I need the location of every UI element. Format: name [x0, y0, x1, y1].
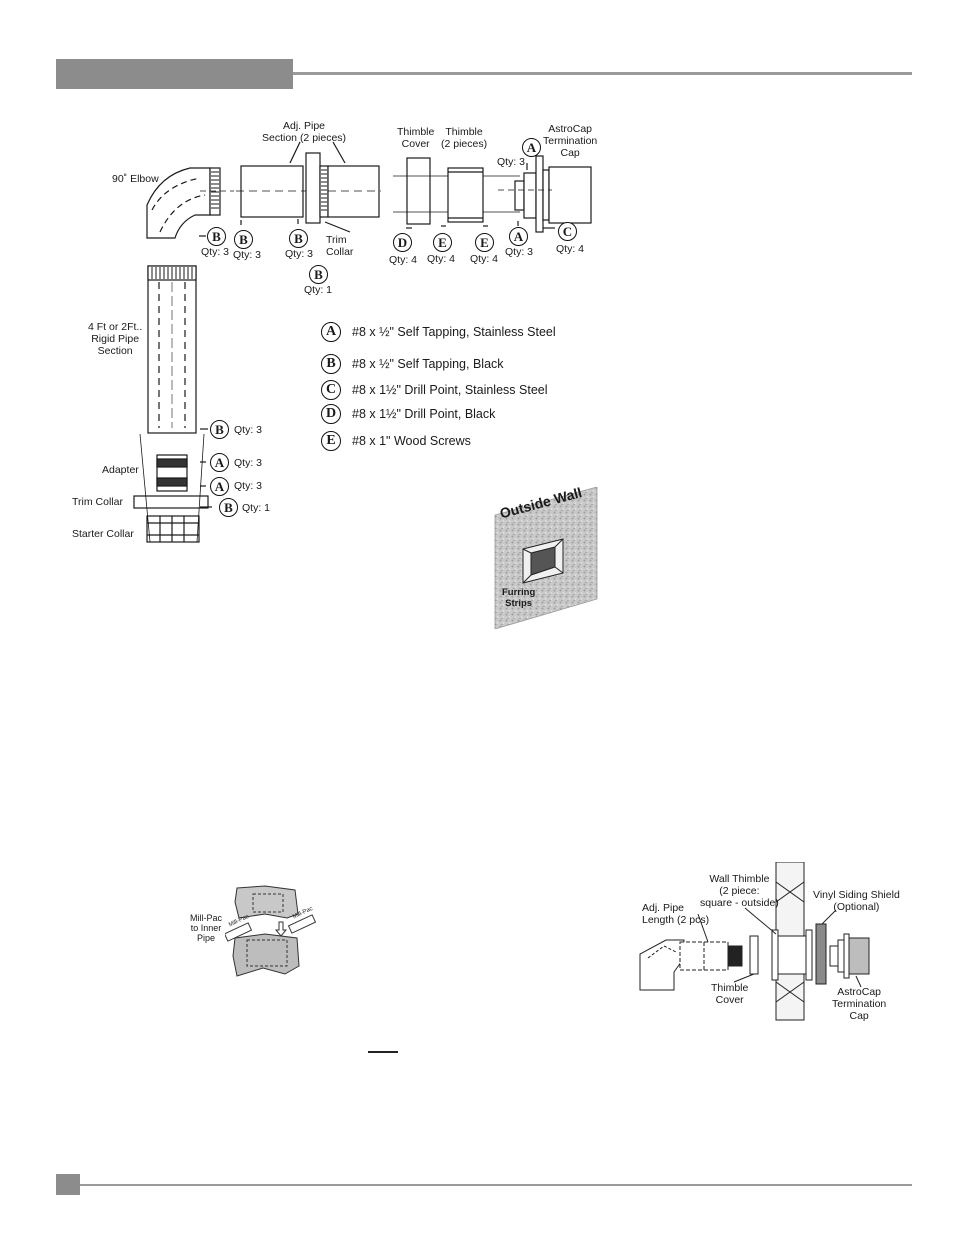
callout-a-adapter-1: A [210, 453, 229, 472]
legend-letter-b: B [321, 354, 341, 374]
qty-thimble-d: Qty: 4 [389, 254, 418, 266]
legend-text-d: #8 x 1½" Drill Point, Black [352, 407, 496, 421]
trim-collar-top-label: Trim Collar [326, 234, 353, 258]
trim-collar-label: Trim Collar [72, 496, 123, 508]
furring-line2: Strips [505, 598, 533, 609]
millpac-line1: Mill-Pac [190, 913, 223, 923]
thimble-cover-line1: Thimble [397, 126, 435, 138]
rigid-pipe-label: 4 Ft or 2Ft.. Rigid Pipe Section [88, 321, 142, 357]
qty-adapter-a2: Qty: 3 [234, 480, 263, 492]
qty-thimble-e1: Qty: 4 [427, 253, 456, 265]
furring-line1: Furring [502, 587, 536, 598]
footer-page-tab [56, 1174, 80, 1195]
qty-adj-left-b: Qty: 3 [233, 249, 262, 261]
footer-rule [80, 1184, 912, 1186]
wall-thimble-cover-line2: Cover [715, 994, 744, 1006]
rigid-pipe-line3: Section [97, 345, 133, 357]
header-bar [56, 59, 293, 89]
legend-text-e: #8 x 1" Wood Screws [352, 434, 471, 448]
wall-thimble-line1: Wall Thimble [709, 873, 770, 885]
qty-collar-b: Qty: 1 [242, 502, 271, 514]
elbow-label: 90˚ Elbow [112, 173, 159, 185]
wall-astrocap-line1: AstroCap [837, 986, 882, 998]
wall-installation-illustration [639, 862, 870, 1021]
starter-collar-label: Starter Collar [72, 528, 134, 540]
astrocap-line3: Cap [560, 147, 580, 159]
wall-astrocap-line3: Cap [849, 1010, 869, 1022]
callout-b-adj-left: B [234, 230, 253, 249]
vinyl-shield-line1: Vinyl Siding Shield [813, 889, 900, 901]
legend-text-b: #8 x ½" Self Tapping, Black [352, 357, 504, 371]
qty-elbow-b: Qty: 3 [201, 246, 230, 258]
wall-astrocap-line2: Termination [832, 998, 887, 1010]
callout-b-trim: B [309, 265, 328, 284]
rigid-pipe-line1: 4 Ft or 2Ft.. [88, 321, 143, 333]
exploded-vent-diagram [133, 141, 592, 543]
wall-adj-pipe-line1: Adj. Pipe [642, 902, 685, 914]
millpac-illustration [225, 885, 317, 977]
callout-e-thimble-1: E [433, 233, 452, 252]
wall-thimble-cover-line1: Thimble [711, 982, 749, 994]
wall-thimble-line2: (2 piece: [719, 885, 760, 897]
qty-cap-c: Qty: 4 [556, 243, 585, 255]
legend-text-c: #8 x 1½" Drill Point, Stainless Steel [352, 383, 548, 397]
thimble-label: Thimble (2 pieces) [441, 126, 487, 150]
astrocap-line2: Termination [543, 135, 598, 147]
wall-thimble-label: Wall Thimble (2 piece: square - outside) [700, 873, 779, 909]
callout-c-cap: C [558, 222, 577, 241]
callout-d-thimble-cover: D [393, 233, 412, 252]
astrocap-label: AstroCap Termination Cap [543, 123, 597, 159]
legend-letter-c: C [321, 380, 341, 400]
vinyl-shield-label: Vinyl Siding Shield (Optional) [813, 889, 900, 913]
qty-adj-mid-b: Qty: 3 [285, 248, 314, 260]
adj-pipe-label-line2: Section (2 pieces) [262, 132, 347, 144]
rigid-pipe-line2: Rigid Pipe [91, 333, 140, 345]
trim-collar-top-line2: Collar [326, 246, 354, 258]
millpac-label: Mill-Pac to Inner Pipe [190, 913, 222, 943]
qty-adapter-a1: Qty: 3 [234, 457, 263, 469]
adj-pipe-label-line1: Adj. Pipe [283, 120, 326, 132]
adapter-label: Adapter [102, 464, 139, 476]
legend-letter-a: A [321, 322, 341, 342]
adj-pipe-label: Adj. Pipe Section (2 pieces) [262, 120, 346, 144]
wall-thimble-line3: square - outside) [700, 897, 779, 909]
thimble-cover-label: Thimble Cover [397, 126, 434, 150]
callout-b-elbow: B [207, 227, 226, 246]
callout-a-cap-top: A [522, 138, 541, 157]
furring-strips-label: Furring Strips [502, 587, 535, 609]
millpac-line3: Pipe [197, 933, 216, 943]
qty-cap-a-bottom: Qty: 3 [505, 246, 534, 258]
vinyl-shield-line2: (Optional) [833, 901, 880, 913]
thimble-line1: Thimble [445, 126, 483, 138]
header-rule [293, 72, 912, 75]
wall-adj-pipe-label: Adj. Pipe Length (2 pcs) [642, 902, 709, 926]
wall-adj-pipe-line2: Length (2 pcs) [642, 914, 710, 926]
qty-cap-a-top: Qty: 3 [497, 156, 526, 168]
qty-trim-b: Qty: 1 [304, 284, 333, 296]
callout-b-adj-mid: B [289, 229, 308, 248]
callout-a-adapter-2: A [210, 477, 229, 496]
underline-mark [368, 1051, 398, 1053]
callout-b-collar: B [219, 498, 238, 517]
thimble-cover-line2: Cover [401, 138, 430, 150]
legend-letter-d: D [321, 404, 341, 424]
legend-text-a: #8 x ½" Self Tapping, Stainless Steel [352, 325, 556, 339]
qty-thimble-e2: Qty: 4 [470, 253, 499, 265]
callout-a-cap-bottom: A [509, 227, 528, 246]
callout-e-thimble-2: E [475, 233, 494, 252]
wall-astrocap-label: AstroCap Termination Cap [832, 986, 886, 1022]
wall-thimble-cover-label: Thimble Cover [711, 982, 748, 1006]
astrocap-line1: AstroCap [548, 123, 593, 135]
thimble-line2: (2 pieces) [441, 138, 488, 150]
qty-pipe-b: Qty: 3 [234, 424, 263, 436]
trim-collar-top-line1: Trim [326, 234, 347, 246]
legend-letter-e: E [321, 431, 341, 451]
callout-b-pipe: B [210, 420, 229, 439]
millpac-line2: to Inner [190, 923, 222, 933]
outside-wall-illustration [494, 487, 598, 629]
